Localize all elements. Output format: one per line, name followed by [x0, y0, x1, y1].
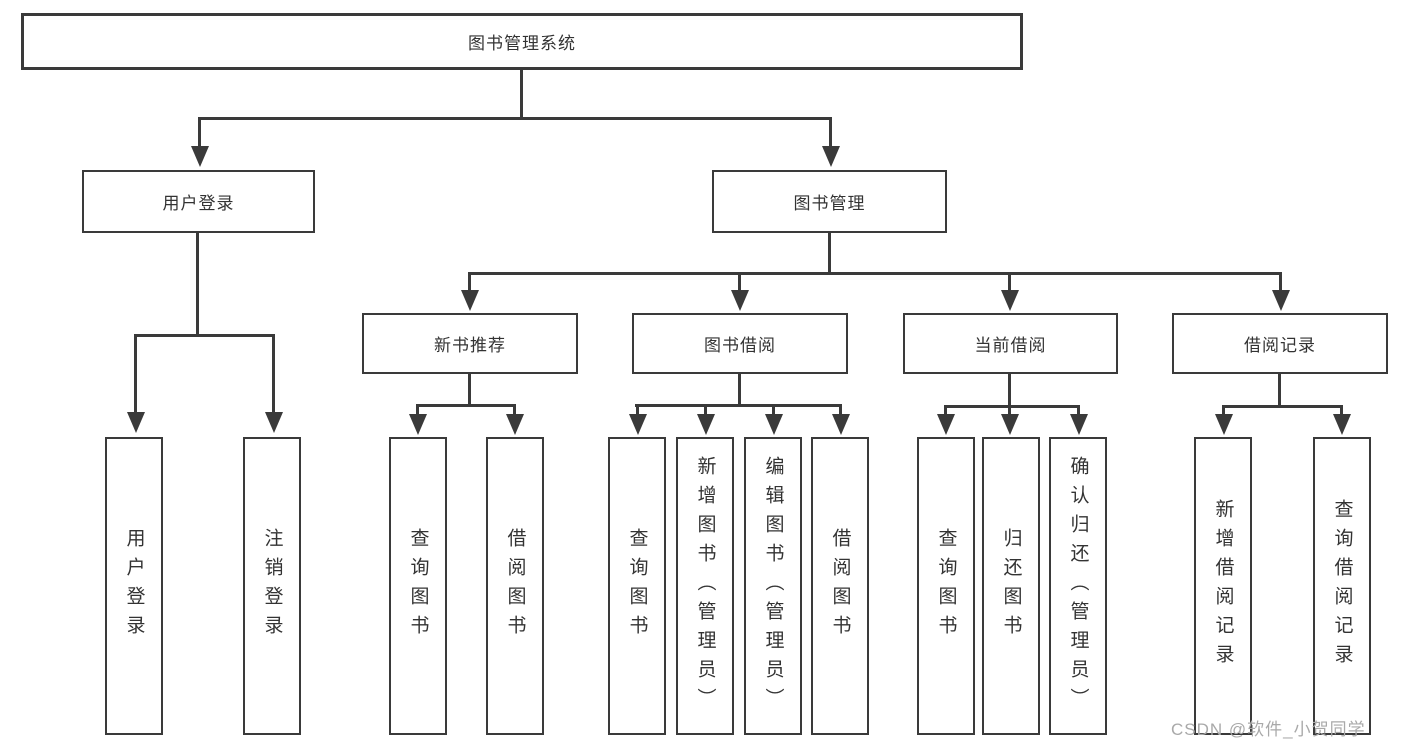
node-book-borrowing-label: 图书借阅 [704, 336, 776, 355]
connector-line [520, 67, 523, 118]
connector-line [944, 405, 1080, 408]
watermark: CSDN @软件_小贺同学 [1171, 720, 1366, 739]
arrow-down-icon [1001, 414, 1019, 435]
leaf-query-books-recommend-label: 查询图书 [407, 528, 429, 644]
leaf-add-books-admin-label: 新增图书（管理员） [694, 455, 716, 717]
connector-line [1278, 374, 1281, 408]
connector-line [1008, 374, 1011, 408]
arrow-down-icon [127, 412, 145, 433]
connector-line [198, 117, 201, 148]
leaf-borrow-books-label: 借阅图书 [829, 528, 851, 644]
connector-line [468, 272, 1282, 275]
connector-line [513, 404, 516, 415]
connector-line [704, 404, 707, 415]
leaf-query-books-borrowing-label: 查询图书 [626, 528, 648, 644]
connector-line [198, 117, 832, 120]
connector-line [272, 334, 275, 412]
connector-line [636, 404, 639, 415]
leaf-user-login-label: 用户登录 [123, 528, 145, 644]
leaf-confirm-return-admin: 确认归还（管理员） [1049, 437, 1107, 735]
arrow-down-icon [506, 414, 524, 435]
arrow-down-icon [1001, 290, 1019, 311]
connector-line [196, 233, 199, 336]
leaf-return-books: 归还图书 [982, 437, 1040, 735]
leaf-borrow-books-recommend-label: 借阅图书 [504, 528, 526, 644]
arrow-down-icon [765, 414, 783, 435]
node-current-borrowing: 当前借阅 [903, 313, 1118, 374]
connector-line [134, 334, 275, 337]
leaf-return-books-label: 归还图书 [1000, 528, 1022, 644]
leaf-borrow-books-recommend: 借阅图书 [486, 437, 544, 735]
connector-line [468, 272, 471, 292]
connector-line [829, 117, 832, 148]
arrow-down-icon [697, 414, 715, 435]
leaf-add-borrow-record-label: 新增借阅记录 [1212, 499, 1234, 673]
connector-line [635, 404, 842, 407]
connector-line [772, 404, 775, 415]
leaf-logout: 注销登录 [243, 437, 301, 735]
node-user-login-label: 用户登录 [162, 194, 235, 213]
connector-line [738, 374, 741, 407]
node-borrowing-records: 借阅记录 [1172, 313, 1388, 374]
connector-line [416, 404, 516, 407]
node-new-book-recommend: 新书推荐 [362, 313, 578, 374]
arrow-down-icon [731, 290, 749, 311]
node-user-login: 用户登录 [82, 170, 315, 233]
connector-line [468, 374, 471, 407]
connector-line [416, 404, 419, 415]
leaf-query-books-current-label: 查询图书 [935, 528, 957, 644]
arrow-down-icon [1215, 414, 1233, 435]
leaf-add-books-admin: 新增图书（管理员） [676, 437, 734, 735]
leaf-logout-label: 注销登录 [261, 528, 283, 644]
connector-line [1077, 405, 1080, 415]
leaf-query-borrow-record: 查询借阅记录 [1313, 437, 1371, 735]
connector-line [1222, 405, 1343, 408]
connector-line [1008, 272, 1011, 292]
node-book-borrowing: 图书借阅 [632, 313, 848, 374]
connector-line [839, 404, 842, 415]
leaf-query-books-borrowing: 查询图书 [608, 437, 666, 735]
connector-line [1279, 272, 1282, 292]
arrow-down-icon [461, 290, 479, 311]
arrow-down-icon [1272, 290, 1290, 311]
arrow-down-icon [629, 414, 647, 435]
arrow-down-icon [937, 414, 955, 435]
node-book-management-label: 图书管理 [793, 194, 866, 213]
leaf-confirm-return-admin-label: 确认归还（管理员） [1067, 455, 1089, 717]
arrow-down-icon [832, 414, 850, 435]
connector-line [828, 233, 831, 275]
leaf-user-login: 用户登录 [105, 437, 163, 735]
leaf-edit-books-admin: 编辑图书（管理员） [744, 437, 802, 735]
leaf-add-borrow-record: 新增借阅记录 [1194, 437, 1252, 735]
connector-line [738, 272, 741, 292]
connector-line [944, 405, 947, 415]
leaf-edit-books-admin-label: 编辑图书（管理员） [762, 455, 784, 717]
node-root: 图书管理系统 [21, 13, 1023, 70]
leaf-query-books-current: 查询图书 [917, 437, 975, 735]
node-new-book-recommend-label: 新书推荐 [434, 336, 506, 355]
node-current-borrowing-label: 当前借阅 [974, 336, 1047, 355]
connector-line [134, 334, 137, 412]
arrow-down-icon [409, 414, 427, 435]
leaf-borrow-books: 借阅图书 [811, 437, 869, 735]
arrow-down-icon [265, 412, 283, 433]
arrow-down-icon [1333, 414, 1351, 435]
arrow-down-icon [822, 146, 840, 167]
connector-line [1008, 405, 1011, 415]
node-root-label: 图书管理系统 [468, 34, 576, 53]
node-borrowing-records-label: 借阅记录 [1244, 336, 1316, 355]
connector-line [1340, 405, 1343, 415]
leaf-query-books-recommend: 查询图书 [389, 437, 447, 735]
arrow-down-icon [191, 146, 209, 167]
connector-line [1222, 405, 1225, 415]
leaf-query-borrow-record-label: 查询借阅记录 [1331, 499, 1353, 673]
arrow-down-icon [1070, 414, 1088, 435]
node-book-management: 图书管理 [712, 170, 947, 233]
